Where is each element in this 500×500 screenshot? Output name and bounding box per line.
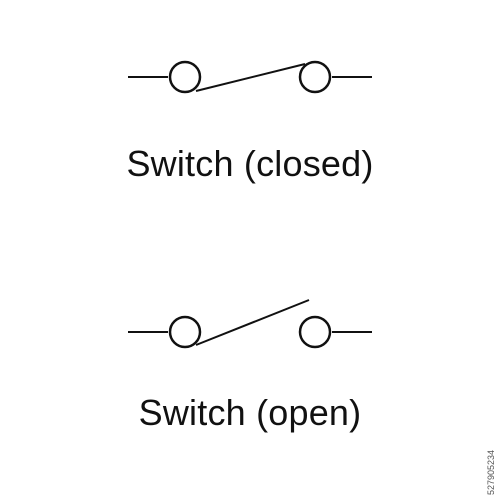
open-switch-contact-arm [195, 299, 310, 346]
open-switch-right-terminal [298, 315, 332, 349]
stock-image-id: 527905234 [486, 449, 496, 495]
open-switch-left-terminal [168, 315, 202, 349]
open-switch-symbol [128, 299, 372, 349]
closed-switch-left-terminal [168, 60, 202, 94]
closed-switch-right-terminal [298, 60, 332, 94]
closed-switch-caption: Switch (closed) [126, 143, 374, 184]
closed-switch-symbol [128, 60, 372, 94]
closed-switch-contact-arm [195, 63, 306, 92]
open-switch-caption: Switch (open) [138, 392, 362, 433]
